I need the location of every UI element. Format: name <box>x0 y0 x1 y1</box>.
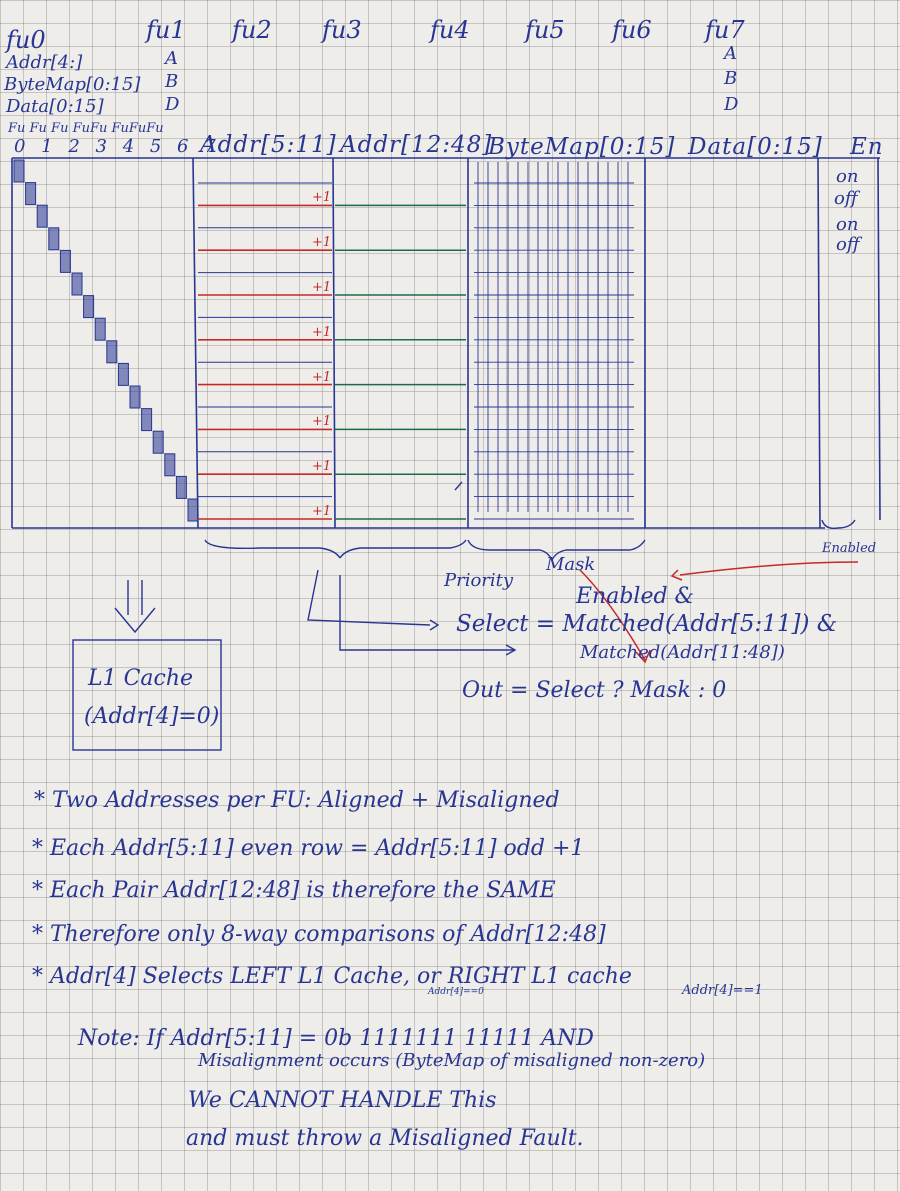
fu1-header: fu1 <box>146 16 186 44</box>
brace-addr-low <box>204 539 341 559</box>
plus-one-label: +1 <box>312 414 332 430</box>
out-line: Out = Select ? Mask : 0 <box>462 678 727 703</box>
plus-one-label: +1 <box>312 324 332 340</box>
divider-addr-low <box>332 157 336 529</box>
stair-step <box>141 408 153 432</box>
brace-enabled <box>821 519 856 530</box>
arrow-enabled-red <box>679 561 859 576</box>
fu1-letter-a: A <box>165 48 178 69</box>
stair-step <box>25 182 37 206</box>
l1-cache-box <box>72 639 222 751</box>
fu1-letter-b: B <box>165 71 179 92</box>
fu5-header: fu5 <box>525 16 565 44</box>
enabled-state-3: off <box>836 234 860 255</box>
stair-step <box>106 340 118 364</box>
enabled-state-0: on <box>836 166 859 187</box>
divider-data <box>817 157 821 529</box>
stair-step <box>164 453 176 477</box>
note-0: * Two Addresses per FU: Aligned + Misali… <box>34 788 560 813</box>
enabled-amp: Enabled & <box>576 584 695 609</box>
matched-line: Matched(Addr[11:48]) <box>580 642 785 663</box>
fu0-field-data: Data[0:15] <box>6 96 104 117</box>
final-note-line2: Misalignment occurs (ByteMap of misalign… <box>198 1050 706 1071</box>
enabled-state-2: on <box>836 214 859 235</box>
note-3: * Therefore only 8-way comparisons of Ad… <box>32 922 606 947</box>
fu7-letter-a: A <box>724 43 737 64</box>
fu0-header: fu0 <box>6 26 46 54</box>
plus-one-label: +1 <box>312 280 332 295</box>
stair-step <box>59 249 71 273</box>
plus-one-label: +1 <box>312 459 332 475</box>
enabled-label: Enabled <box>822 541 877 556</box>
fu-numbers: 0 1 2 3 4 5 6 7 <box>14 136 221 157</box>
enabled-state-1: off <box>834 188 858 209</box>
col-header-data: Data[0:15] <box>688 134 823 160</box>
fu-staircase <box>13 159 199 522</box>
fu7-letter-d: D <box>724 94 739 115</box>
stair-step <box>83 295 95 319</box>
stair-step <box>187 498 199 522</box>
double-arrow-head <box>114 607 156 634</box>
plus-one-label: +1 <box>312 369 332 385</box>
stair-step <box>94 317 106 341</box>
plus-one-label: +1 <box>312 504 332 519</box>
arrow-addr-high <box>339 575 515 651</box>
stair-step <box>13 159 25 183</box>
bytemap-grid <box>474 162 634 520</box>
stair-step <box>129 385 141 409</box>
stair-step <box>36 204 48 228</box>
fu-subheader: Fu Fu Fu FuFu FuFuFu <box>8 121 164 136</box>
l1-cache-sub: (Addr[4]=0) <box>84 704 220 729</box>
priority-label: Priority <box>444 570 514 591</box>
col-header-bytemap: ByteMap[0:15] <box>488 134 676 160</box>
fu4-header: fu4 <box>430 16 470 44</box>
final-note-line1: Note: If Addr[5:11] = 0b 1111111 11111 A… <box>78 1026 594 1051</box>
brace-addr-high <box>339 539 467 559</box>
note-sub-left: Addr[4]==0 <box>428 987 484 997</box>
stair-step <box>71 272 83 296</box>
final-note-line3: We CANNOT HANDLE This <box>188 1088 497 1113</box>
fu1-letter-d: D <box>165 94 180 115</box>
fu0-field-bytemap: ByteMap[0:15] <box>4 74 141 95</box>
divider-fu <box>192 157 199 529</box>
fu7-header: fu7 <box>705 16 745 44</box>
stair-step <box>48 227 60 251</box>
note-1: * Each Addr[5:11] even row = Addr[5:11] … <box>32 836 585 861</box>
fu3-header: fu3 <box>322 16 362 44</box>
note-sub-right: Addr[4]==1 <box>682 983 763 998</box>
col-header-addr-low: Addr[5:11] <box>200 132 337 158</box>
fu6-header: fu6 <box>612 16 652 44</box>
col-header-enabled: En <box>850 134 884 160</box>
plus-one-label: +1 <box>312 190 332 206</box>
fu2-header: fu2 <box>232 16 272 44</box>
brace-bytemap <box>467 539 646 562</box>
note-4: * Addr[4] Selects LEFT L1 Cache, or RIGH… <box>32 964 632 989</box>
fu7-letter-b: B <box>724 68 738 89</box>
enabled-right <box>877 157 881 521</box>
col-header-addr-high: Addr[12:48] <box>340 132 493 158</box>
select-line: Select = Matched(Addr[5:11]) & <box>456 611 838 637</box>
l1-cache-title: L1 Cache <box>88 666 194 691</box>
note-2: * Each Pair Addr[12:48] is therefore the… <box>32 878 556 903</box>
stair-step <box>175 475 187 499</box>
addr-rows <box>198 182 466 520</box>
plus-one-label: +1 <box>312 235 332 251</box>
double-arrow-shaft <box>127 580 143 615</box>
fu0-field-addr: Addr[4:] <box>6 52 83 73</box>
arrow-priority <box>307 569 431 626</box>
arrow-mask-red <box>579 569 646 661</box>
final-note-line4: and must throw a Misaligned Fault. <box>186 1126 584 1151</box>
stair-step <box>117 362 129 386</box>
stair-step <box>152 430 164 454</box>
mask-label: Mask <box>546 554 596 575</box>
